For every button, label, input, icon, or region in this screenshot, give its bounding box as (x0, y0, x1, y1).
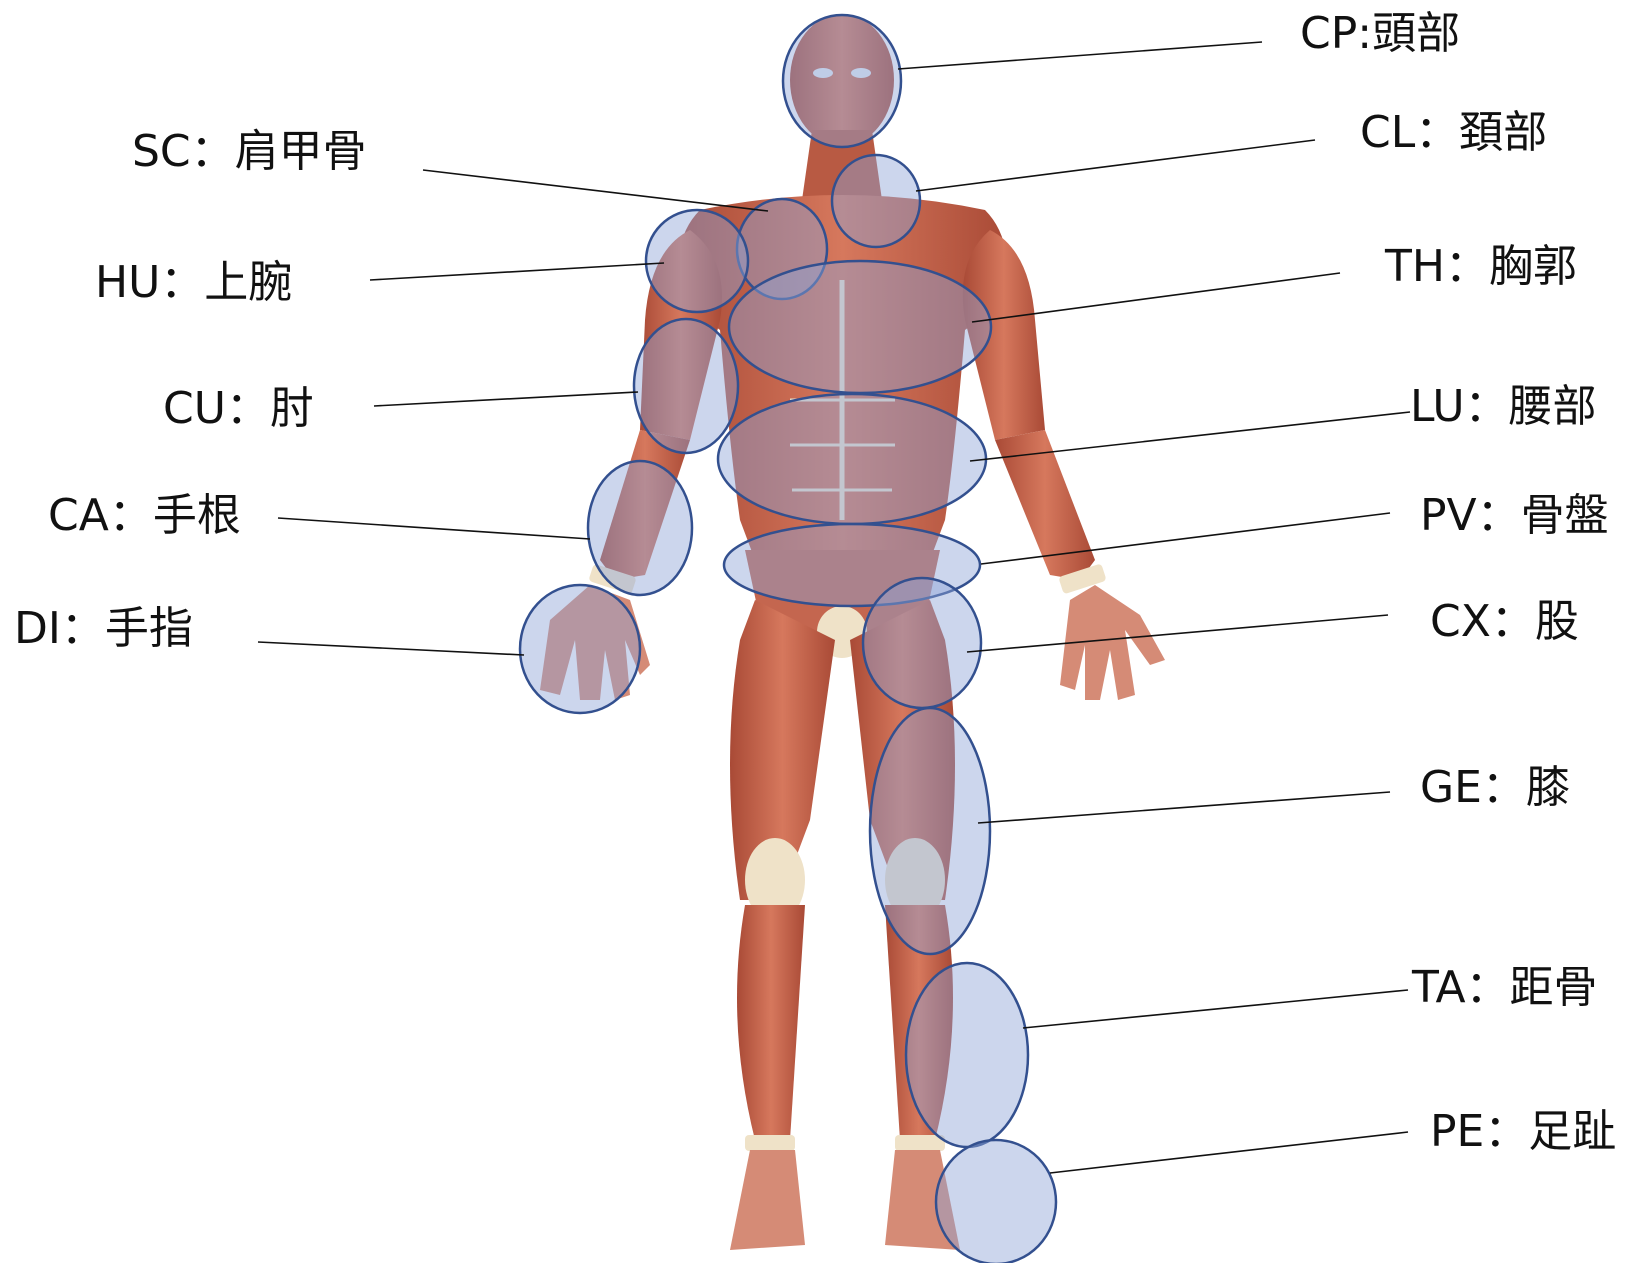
label-pe: PE：足趾 (1430, 1110, 1616, 1154)
label-pv: PV：骨盤 (1420, 494, 1609, 538)
label-cu: CU：肘 (163, 387, 314, 431)
region-lumbar (718, 394, 986, 524)
label-cp: CP:頭部 (1300, 12, 1460, 56)
leader-ta (1023, 990, 1408, 1028)
region-neck (832, 155, 920, 247)
region-hip (863, 578, 981, 708)
leader-ge (978, 792, 1390, 823)
left-foot (730, 1150, 805, 1250)
left-ankle-band (745, 1135, 795, 1151)
right-ankle-band (895, 1135, 945, 1151)
left-shin (737, 905, 805, 1140)
leader-ca (278, 518, 590, 539)
leader-cp (898, 42, 1262, 69)
region-elbow (634, 319, 738, 453)
region-thorax (729, 261, 991, 393)
label-di: DI：手指 (14, 607, 193, 651)
region-carpus (588, 461, 692, 595)
region-upper-arm (646, 210, 748, 312)
label-ge: GE：膝 (1420, 766, 1570, 810)
leader-cu (374, 392, 638, 406)
label-ca: CA：手根 (48, 494, 241, 538)
leader-cx (967, 615, 1388, 652)
region-toes (936, 1140, 1056, 1263)
label-lu: LU：腰部 (1410, 385, 1597, 429)
label-hu: HU：上腕 (95, 261, 292, 305)
region-head (783, 15, 901, 147)
leader-pe (1050, 1132, 1408, 1173)
leader-hu (370, 263, 664, 280)
region-knee (870, 708, 990, 954)
label-cl: CL：頚部 (1360, 111, 1547, 155)
leader-cl (916, 140, 1315, 191)
label-sc: SC：肩甲骨 (132, 130, 367, 174)
region-fingers (520, 585, 640, 713)
label-th: TH：胸郭 (1385, 245, 1577, 289)
leader-sc (423, 170, 768, 211)
label-cx: CX：股 (1430, 600, 1579, 644)
region-talus (906, 963, 1028, 1147)
label-ta: TA：距骨 (1412, 966, 1598, 1010)
leader-di (258, 642, 524, 655)
